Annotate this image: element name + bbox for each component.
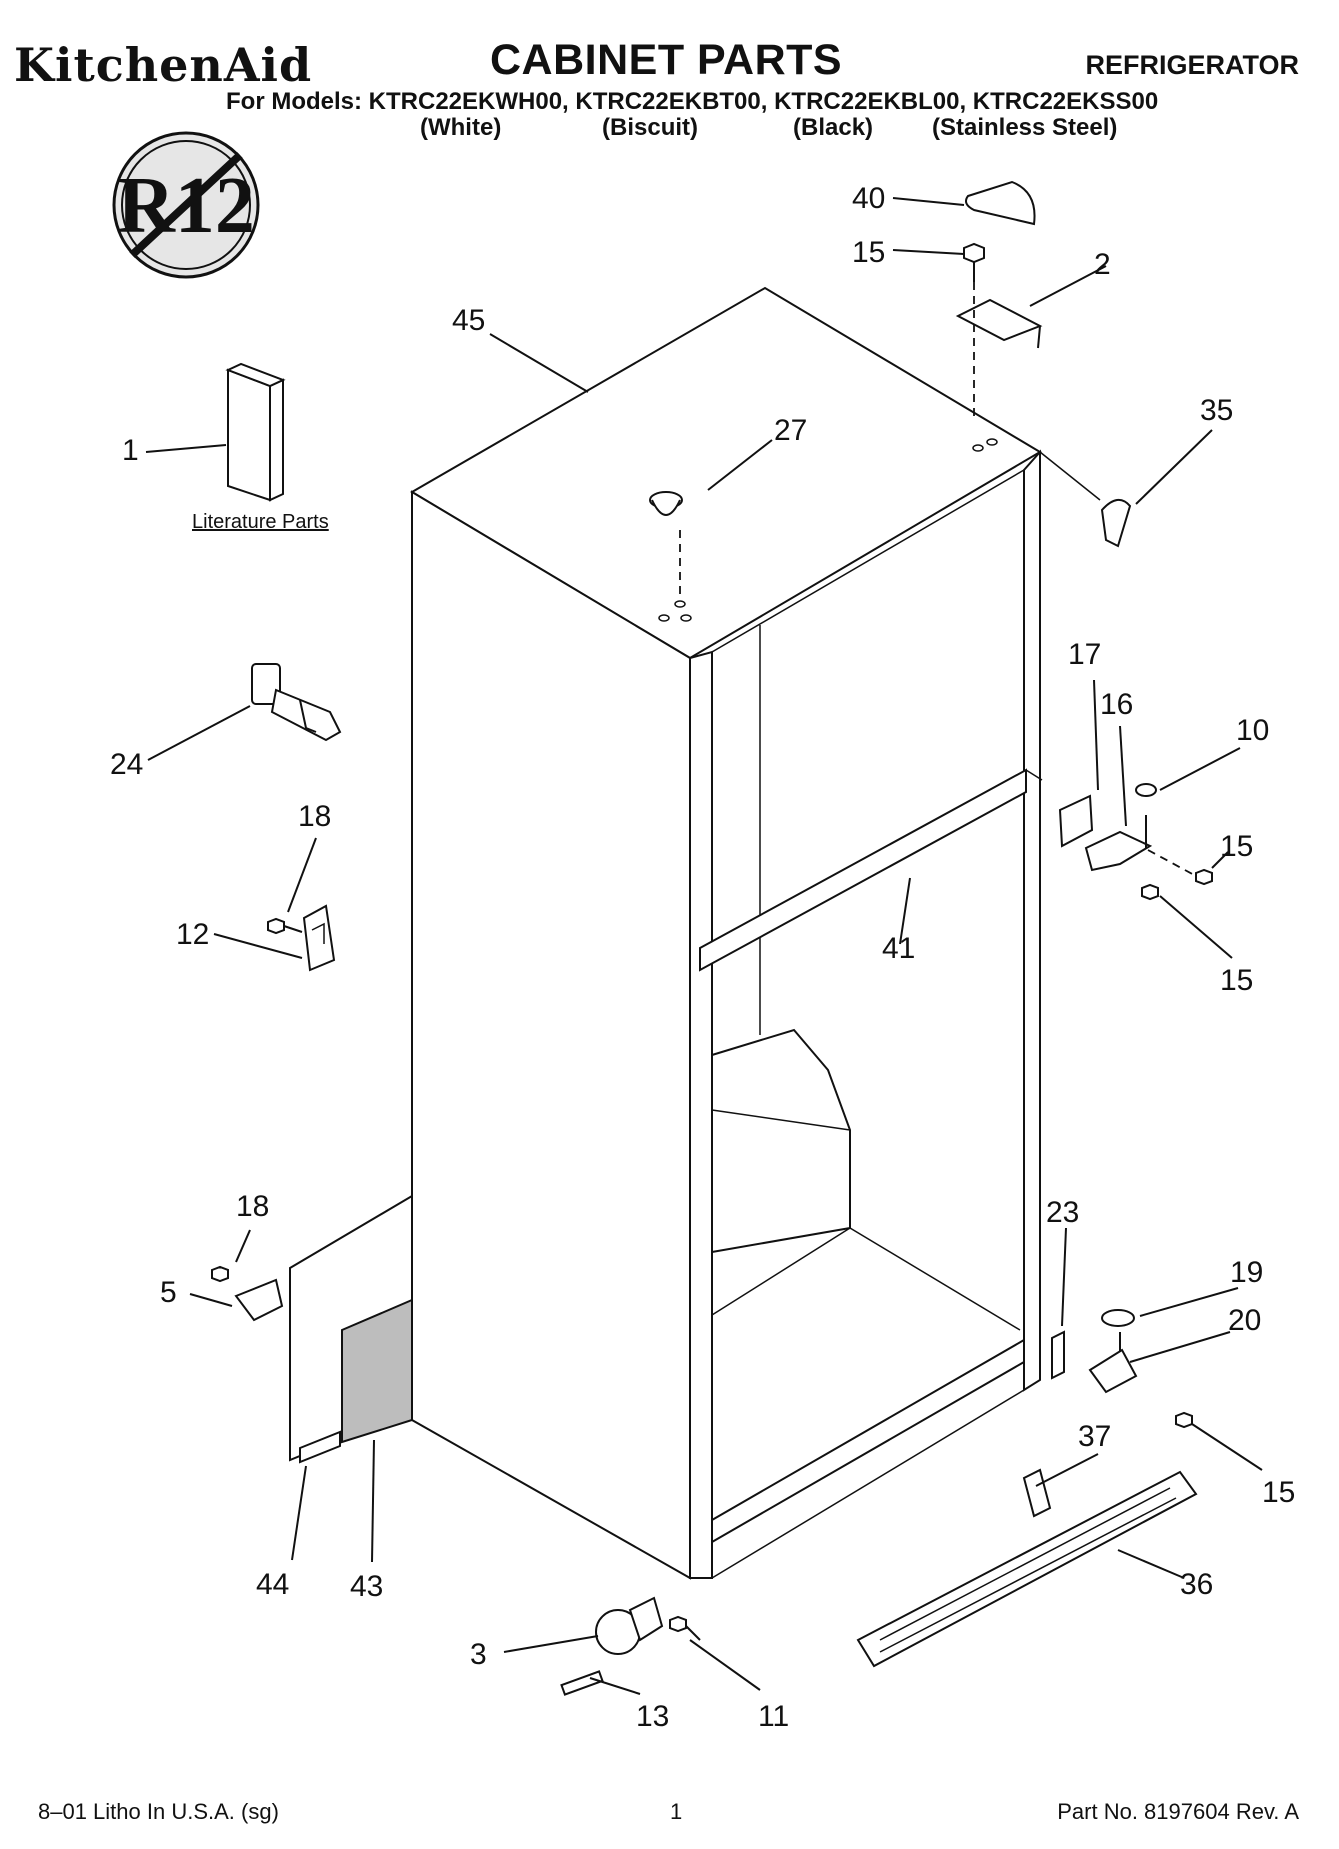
part-27-plug	[649, 491, 683, 600]
callout-17: 17	[1068, 638, 1101, 671]
part-13-pin	[560, 1670, 604, 1696]
part-37-clip	[1022, 1468, 1052, 1518]
page-title: CABINET PARTS	[490, 36, 843, 84]
callout-18: 18	[298, 800, 331, 833]
callout-15: 15	[1220, 830, 1253, 863]
part-40-cap	[965, 180, 1036, 226]
model-list: For Models: KTRC22EKWH00, KTRC22EKBT00, …	[226, 88, 1159, 115]
literature-parts-label: Literature Parts	[192, 511, 329, 533]
callout-44: 44	[256, 1568, 289, 1601]
callout-45: 45	[452, 304, 485, 337]
part-18-screw-lower	[211, 1265, 229, 1283]
callout-16: 16	[1100, 688, 1133, 721]
callout-41: 41	[882, 932, 915, 965]
callout-24: 24	[110, 748, 143, 781]
callout-2: 2	[1094, 248, 1111, 281]
product-type: REFRIGERATOR	[1085, 50, 1299, 80]
callout-37: 37	[1078, 1420, 1111, 1453]
callout-35: 35	[1200, 394, 1233, 427]
variant-black: (Black)	[793, 114, 874, 141]
callout-20: 20	[1228, 1304, 1261, 1337]
part-5-hinge	[234, 1278, 284, 1322]
part-36-grille	[856, 1470, 1198, 1668]
variant-biscuit: (Biscuit)	[602, 114, 698, 141]
callout-15: 15	[852, 236, 885, 269]
callout-19: 19	[1230, 1256, 1263, 1289]
part-15-screw-lower	[1175, 1411, 1193, 1429]
part-23-shim	[1051, 1330, 1065, 1380]
callout-27: 27	[774, 414, 807, 447]
part-35-hinge-cover	[1039, 451, 1132, 548]
part-15-screws-right	[1141, 849, 1213, 901]
part-12-clip	[302, 904, 336, 972]
part-17-shim	[1058, 794, 1094, 848]
callout-18: 18	[236, 1190, 269, 1223]
callout-5: 5	[160, 1276, 177, 1309]
callout-1: 1	[122, 434, 139, 467]
callout-40: 40	[852, 182, 885, 215]
callout-labels: 40 15 2 45 35 27 1 24 17 16 10 18 15 12 …	[110, 182, 1295, 1733]
callout-11: 11	[758, 1700, 789, 1733]
part-15-screw-top	[963, 242, 985, 282]
part-11-screw	[669, 1615, 701, 1641]
variant-white: (White)	[420, 114, 502, 141]
callout-13: 13	[636, 1700, 669, 1733]
footer-part-number: Part No. 8197604 Rev. A	[1057, 1799, 1299, 1824]
callout-23: 23	[1046, 1196, 1079, 1229]
part-10-washer	[1135, 783, 1157, 797]
part-3-roller	[595, 1596, 664, 1655]
part-18-screw-upper	[267, 917, 303, 935]
callout-43: 43	[350, 1570, 383, 1603]
no-r12-badge: R12	[112, 131, 260, 279]
footer-page-number: 1	[670, 1799, 683, 1824]
part-20-bottom-hinge	[1088, 1332, 1138, 1394]
part-2-hinge-bracket	[955, 282, 1043, 420]
literature-booklet	[225, 362, 286, 502]
footer-litho: 8–01 Litho In U.S.A. (sg)	[38, 1799, 279, 1824]
callout-36: 36	[1180, 1568, 1213, 1601]
callout-15: 15	[1262, 1476, 1295, 1509]
callout-10: 10	[1236, 714, 1269, 747]
brand-logo: KitchenAid	[14, 38, 313, 92]
variant-stainless: (Stainless Steel)	[932, 114, 1118, 141]
part-16-center-hinge	[1084, 815, 1153, 872]
callout-3: 3	[470, 1638, 487, 1671]
part-19-washer	[1101, 1309, 1135, 1327]
leader-lines	[145, 197, 1263, 1695]
callout-15: 15	[1220, 964, 1253, 997]
part-43-insulation	[341, 1298, 413, 1444]
refrigerator-cabinet	[410, 286, 1043, 1580]
part-24-pin	[251, 663, 342, 742]
callout-12: 12	[176, 918, 209, 951]
